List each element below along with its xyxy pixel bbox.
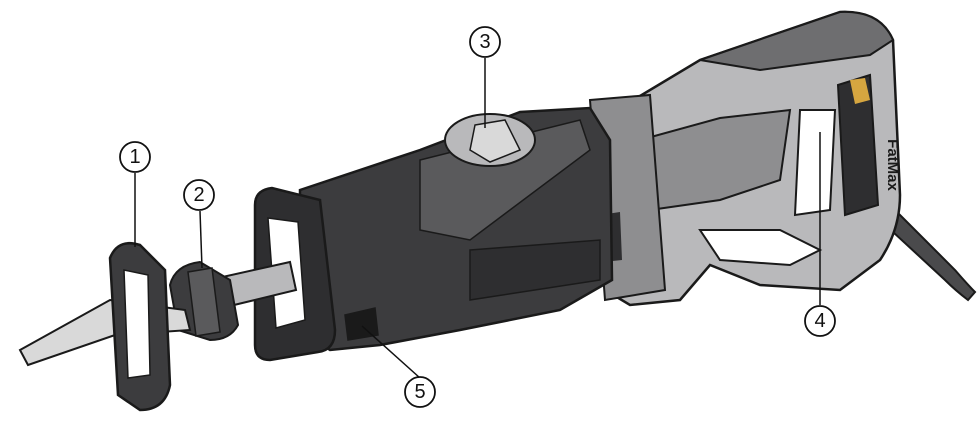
callout-1: 1 bbox=[119, 141, 151, 173]
front-guard bbox=[253, 186, 337, 362]
callout-1-label: 1 bbox=[129, 146, 140, 168]
pivoting-shoe bbox=[108, 241, 172, 412]
motor-housing bbox=[598, 10, 902, 307]
orbital-selector-knob bbox=[444, 113, 536, 167]
brand-label: FatMax bbox=[884, 139, 901, 191]
callout-4: 4 bbox=[804, 305, 836, 337]
callout-2-label: 2 bbox=[193, 184, 204, 206]
callout-5-label: 5 bbox=[414, 381, 425, 403]
power-cord bbox=[878, 203, 977, 302]
callout-2: 2 bbox=[183, 179, 215, 211]
callout-4-label: 4 bbox=[814, 310, 825, 332]
callout-3-label: 3 bbox=[479, 31, 490, 53]
leader-lines bbox=[134, 58, 821, 379]
callout-5: 5 bbox=[404, 376, 436, 408]
callout-3: 3 bbox=[469, 26, 501, 58]
